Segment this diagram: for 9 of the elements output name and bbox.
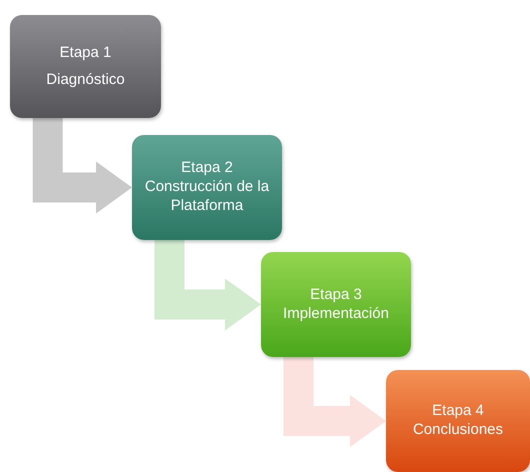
- stage-label: Diagnóstico: [46, 70, 125, 90]
- stage-label: Etapa 1: [60, 44, 112, 62]
- stage-label: Etapa 2 Construcción de la Plataforma: [144, 159, 270, 216]
- stage-box: [261, 252, 411, 357]
- stage-label: Etapa 3 Implementación: [282, 286, 390, 324]
- stage-box: [386, 370, 530, 472]
- stage-label: Etapa 4 Conclusiones: [412, 402, 504, 440]
- stage-box: [10, 15, 161, 118]
- stage-box: [132, 135, 282, 240]
